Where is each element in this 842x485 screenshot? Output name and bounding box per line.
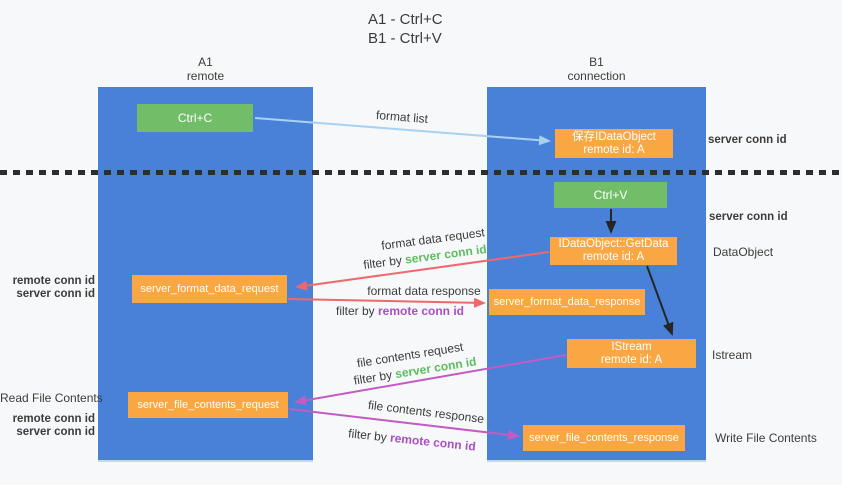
filter-by-text: filter by bbox=[352, 367, 397, 388]
node-getdata-line1: IDataObject::GetData bbox=[558, 238, 669, 250]
lane-a1-name: A1 bbox=[198, 55, 213, 69]
diagram-title: A1 - Ctrl+C B1 - Ctrl+V bbox=[368, 10, 443, 48]
left-read-file-contents-label: Read File Contents bbox=[0, 391, 103, 405]
filter-by-text: filter by bbox=[347, 426, 391, 445]
node-file-request-label: server_file_contents_request bbox=[137, 398, 279, 411]
title-line-ctrl-c: A1 - Ctrl+C bbox=[368, 11, 443, 28]
right-server-conn-id-2: server conn id bbox=[709, 211, 788, 223]
node-istream-line2: remote id: A bbox=[600, 353, 663, 366]
node-format-response: server_format_data_response bbox=[489, 289, 645, 315]
filter-by-text: filter by bbox=[335, 304, 378, 318]
title-line-ctrl-v: B1 - Ctrl+V bbox=[368, 30, 442, 47]
right-istream-label: Istream bbox=[712, 348, 753, 362]
left-remote-conn-id-2: remote conn id bbox=[12, 413, 95, 425]
left-remote-conn-id-1: remote conn id bbox=[12, 275, 95, 287]
format-list-label: format list bbox=[375, 107, 429, 127]
lane-header-b1: B1 connection bbox=[487, 55, 706, 83]
node-save-idataobject: 保存IDataObject remote id: A bbox=[555, 129, 673, 158]
format-data-response-label: format data response bbox=[367, 284, 481, 298]
file-response-filter-label: filter by remote conn id bbox=[348, 426, 477, 453]
node-ctrl-c: Ctrl+C bbox=[137, 104, 253, 132]
node-getdata-line2: remote id: A bbox=[582, 251, 645, 263]
node-save-idataobject-line2: remote id: A bbox=[583, 143, 645, 156]
lane-header-a1: A1 remote bbox=[98, 55, 313, 83]
node-format-response-label: server_format_data_response bbox=[493, 295, 641, 308]
node-file-response: server_file_contents_response bbox=[523, 425, 685, 451]
lane-a1-role: remote bbox=[186, 69, 225, 83]
node-getdata: IDataObject::GetData remote id: A bbox=[550, 237, 677, 265]
format-response-arrow bbox=[287, 297, 486, 308]
left-server-conn-id-2: server conn id bbox=[16, 426, 95, 438]
file-contents-response-label: file contents response bbox=[367, 397, 485, 427]
lane-b1-role: connection bbox=[567, 69, 626, 83]
right-write-file-contents-label: Write File Contents bbox=[715, 431, 817, 445]
right-dataobject-label: DataObject bbox=[713, 245, 774, 259]
node-file-response-label: server_file_contents_response bbox=[529, 431, 679, 444]
node-save-idataobject-line1: 保存IDataObject bbox=[572, 130, 656, 143]
node-ctrl-c-label: Ctrl+C bbox=[177, 110, 213, 125]
format-response-filter-label: filter by remote conn id bbox=[336, 304, 464, 318]
right-server-conn-id-1: server conn id bbox=[708, 134, 787, 146]
node-istream-line1: IStream bbox=[611, 340, 652, 353]
remote-conn-id-key: remote conn id bbox=[378, 304, 465, 318]
remote-conn-id-key: remote conn id bbox=[389, 430, 477, 454]
filter-by-text: filter by bbox=[362, 252, 407, 273]
node-file-request: server_file_contents_request bbox=[128, 392, 288, 418]
left-server-conn-id-1: server conn id bbox=[16, 288, 95, 300]
node-format-request: server_format_data_request bbox=[132, 275, 287, 303]
node-istream: IStream remote id: A bbox=[567, 339, 696, 368]
node-ctrl-v: Ctrl+V bbox=[554, 182, 667, 208]
node-ctrl-v-label: Ctrl+V bbox=[593, 187, 628, 202]
lane-b1-name: B1 bbox=[589, 55, 604, 69]
node-format-request-label: server_format_data_request bbox=[140, 282, 279, 295]
timeline-divider bbox=[0, 170, 842, 175]
